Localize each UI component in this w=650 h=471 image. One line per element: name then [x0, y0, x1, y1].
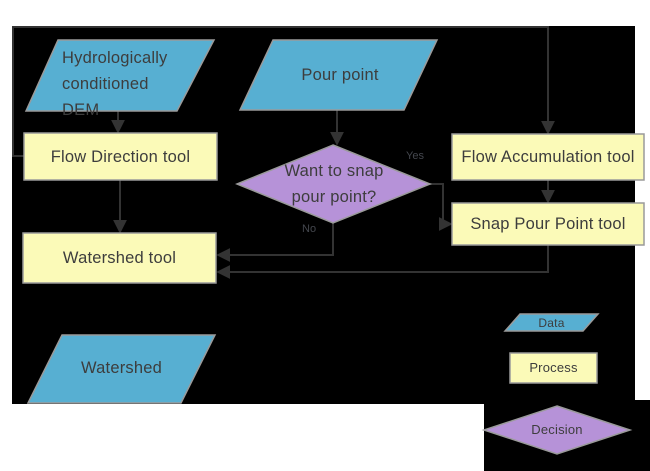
- flow-direction-node-label: Flow Direction tool: [50, 147, 191, 166]
- watershed-tool-node-shape: [22, 232, 217, 284]
- flow-accumulation-node-label: Flow Accumulation tool: [461, 148, 635, 166]
- snap-pour-point-node-shape: [451, 202, 645, 246]
- flow-direction-node-shape: [23, 132, 218, 181]
- legend-data-label: Data: [538, 315, 565, 330]
- watershed-node-label: Watershed: [81, 359, 162, 377]
- snap-pour-point-node-label: Snap Pour Point tool: [470, 215, 626, 233]
- snap-decision-node-shape: [235, 144, 433, 224]
- no-branch-label: No: [302, 223, 317, 235]
- pour-point-node-shape: [238, 39, 439, 111]
- pour-point-node-label: Pour point: [301, 66, 379, 84]
- legend-data-shape: [503, 313, 600, 332]
- dem-node-shape: [24, 39, 216, 112]
- connectors: [12, 26, 555, 279]
- edge-flow-direction-to-flow-accumulation: [12, 26, 555, 157]
- dem-node-label: Hydrologically conditioned DEM: [62, 49, 168, 119]
- watershed-tool-node-label: Watershed tool: [62, 249, 177, 267]
- snap-decision-node-label: Want to snap pour point?: [284, 162, 384, 206]
- yes-branch-label: Yes: [406, 150, 424, 162]
- legend-process-shape: [509, 352, 598, 384]
- legend-process-label: Process: [529, 360, 578, 375]
- flow-accumulation-node-shape: [451, 133, 645, 181]
- edge-decision-no-to-watershed-tool: [216, 223, 334, 262]
- legend-decision-label: Decision: [531, 422, 583, 437]
- watershed-node-shape: [26, 334, 217, 404]
- edge-decision-yes-to-snap-pour-point: [430, 183, 453, 231]
- edge-snap-pour-point-to-watershed-tool: [216, 245, 549, 279]
- legend-decision-shape: [481, 405, 633, 455]
